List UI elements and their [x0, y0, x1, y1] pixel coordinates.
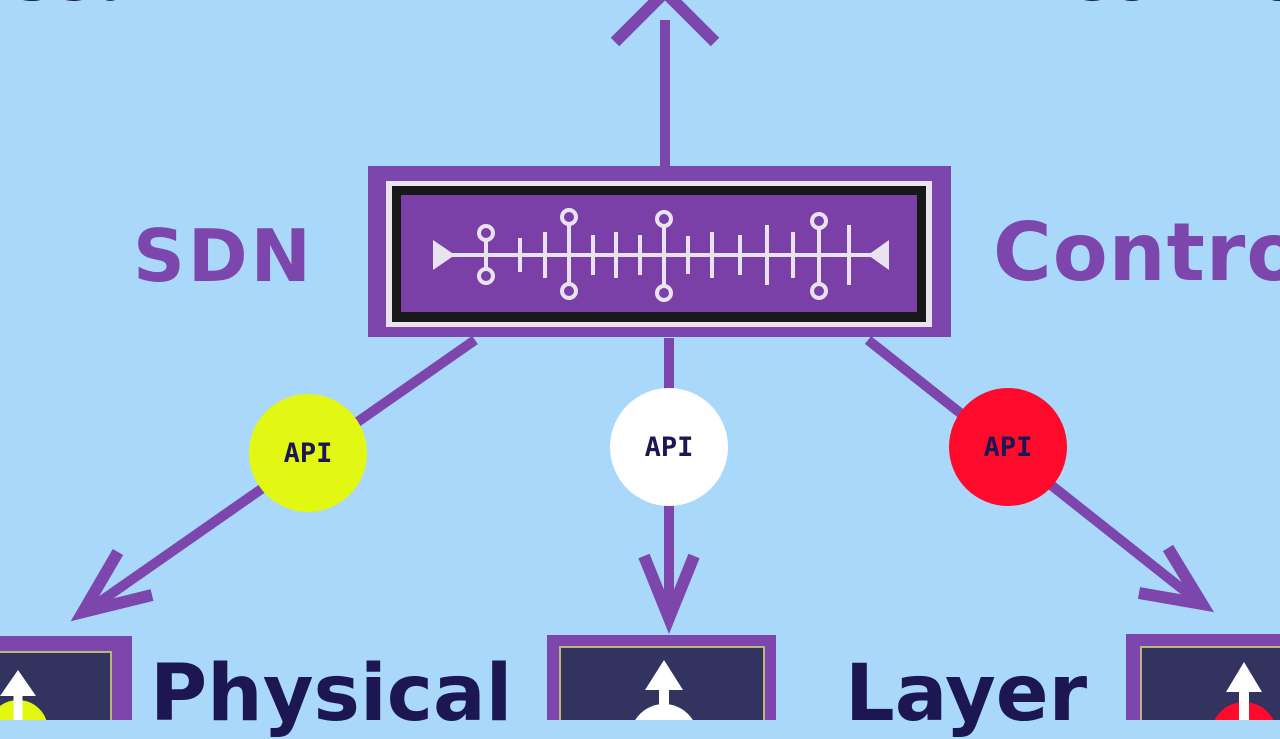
device-left [0, 636, 132, 720]
arrowhead-right [1137, 544, 1214, 613]
top-right-title-fragment: Contro [1065, 0, 1280, 10]
device-right [1126, 634, 1280, 720]
layer-label: Layer [845, 649, 1088, 739]
api-label-right: API [983, 432, 1033, 463]
diagram-graphics [0, 0, 1280, 720]
controller-label: Contro [993, 206, 1280, 299]
network-device-icon [1226, 662, 1262, 720]
network-device-icon [0, 670, 36, 720]
device-center [547, 635, 776, 720]
api-label-center: API [644, 432, 694, 463]
api-label-left: API [283, 438, 333, 469]
north-arrow [610, 0, 720, 168]
arrowhead-center [638, 553, 700, 635]
api-node-right [949, 388, 1067, 506]
sdn-controller-switch-icon [433, 208, 889, 302]
controller-box [368, 166, 951, 337]
physical-label: Physical [150, 649, 513, 739]
sdn-label: SDN [133, 214, 314, 298]
api-node-center [610, 388, 728, 506]
top-left-title-fragment: nsed [0, 0, 137, 10]
api-node-left [249, 394, 367, 512]
arrowhead-left [70, 548, 154, 622]
network-device-icon [645, 660, 683, 720]
